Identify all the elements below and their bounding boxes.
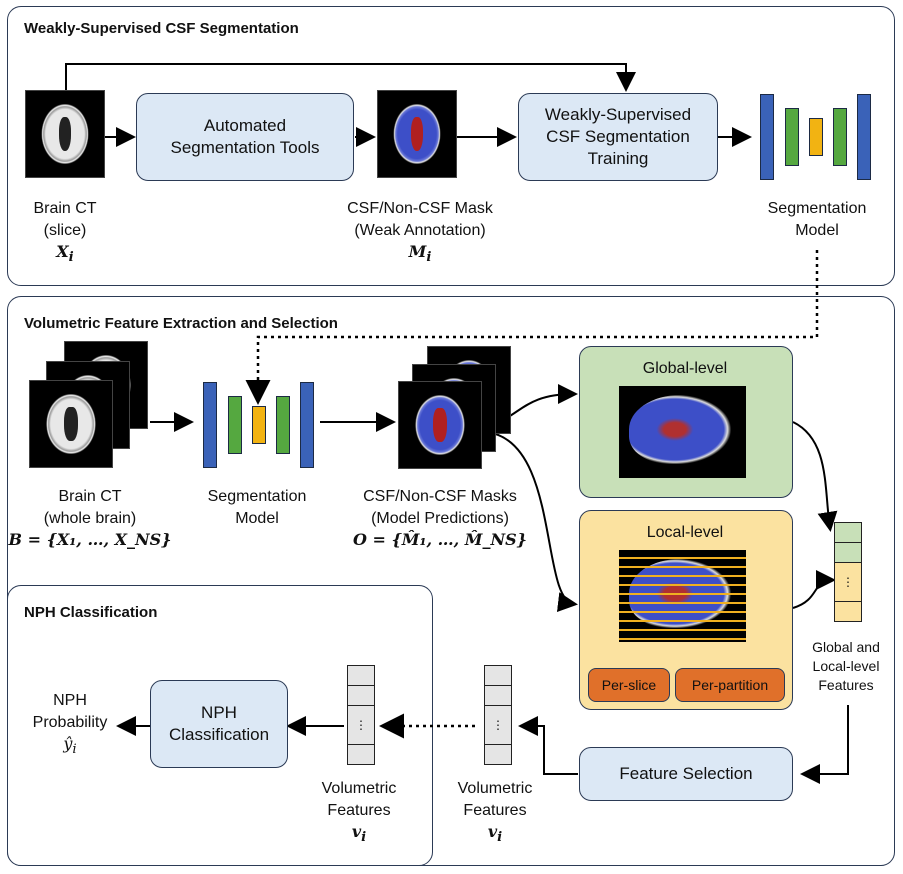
volumetric-features-caption-left: Volumetric Features vi: [321, 780, 397, 846]
volumetric-features-caption-right: Volumetric Features vi: [457, 780, 533, 846]
brain-ct-slice-image: [25, 90, 105, 178]
segmentation-model-caption-mid: Segmentation Model: [207, 488, 307, 527]
per-partition-box: Per-partition: [675, 668, 785, 702]
feature-selection-box: Feature Selection: [579, 747, 793, 801]
masks-caption: CSF/Non-CSF Masks (Model Predictions) O …: [353, 488, 527, 550]
volumetric-feature-vector-left: ⋮: [347, 665, 375, 765]
volumetric-feature-vector-right: ⋮: [484, 665, 512, 765]
volumetric-title: Volumetric Feature Extraction and Select…: [24, 315, 338, 332]
ws-training-box: Weakly-Supervised CSF Segmentation Train…: [518, 93, 718, 181]
weak-seg-panel: [7, 6, 895, 286]
volumetric-panel: [7, 296, 895, 866]
nph-title: NPH Classification: [24, 604, 158, 621]
weak-seg-title: Weakly-Supervised CSF Segmentation: [24, 20, 299, 37]
global-sagittal-image: [619, 386, 746, 478]
local-sagittal-image: [619, 550, 746, 642]
weak-mask-caption: CSF/Non-CSF Mask (Weak Annotation) Mi: [347, 200, 493, 266]
nph-probability-caption: NPH Probability ŷi: [32, 692, 108, 758]
brain-ct-slice-caption: Brain CT (slice) Xi: [33, 200, 97, 266]
global-local-feature-vector: ⋮: [834, 522, 862, 622]
weak-mask-image: [377, 90, 457, 178]
per-slice-box: Per-slice: [588, 668, 670, 702]
nph-classification-box: NPH Classification: [150, 680, 288, 768]
global-level-label: Global-level: [642, 360, 728, 377]
segmentation-model-caption-top: Segmentation Model: [767, 200, 867, 239]
brain-ct-whole-caption: Brain CT (whole brain) B = {X₁, …, X_NS}: [8, 488, 172, 550]
automated-segmentation-tools-box: Automated Segmentation Tools: [136, 93, 354, 181]
gl-features-caption: Global and Local-level Features: [812, 639, 880, 693]
local-level-label: Local-level: [646, 524, 724, 541]
